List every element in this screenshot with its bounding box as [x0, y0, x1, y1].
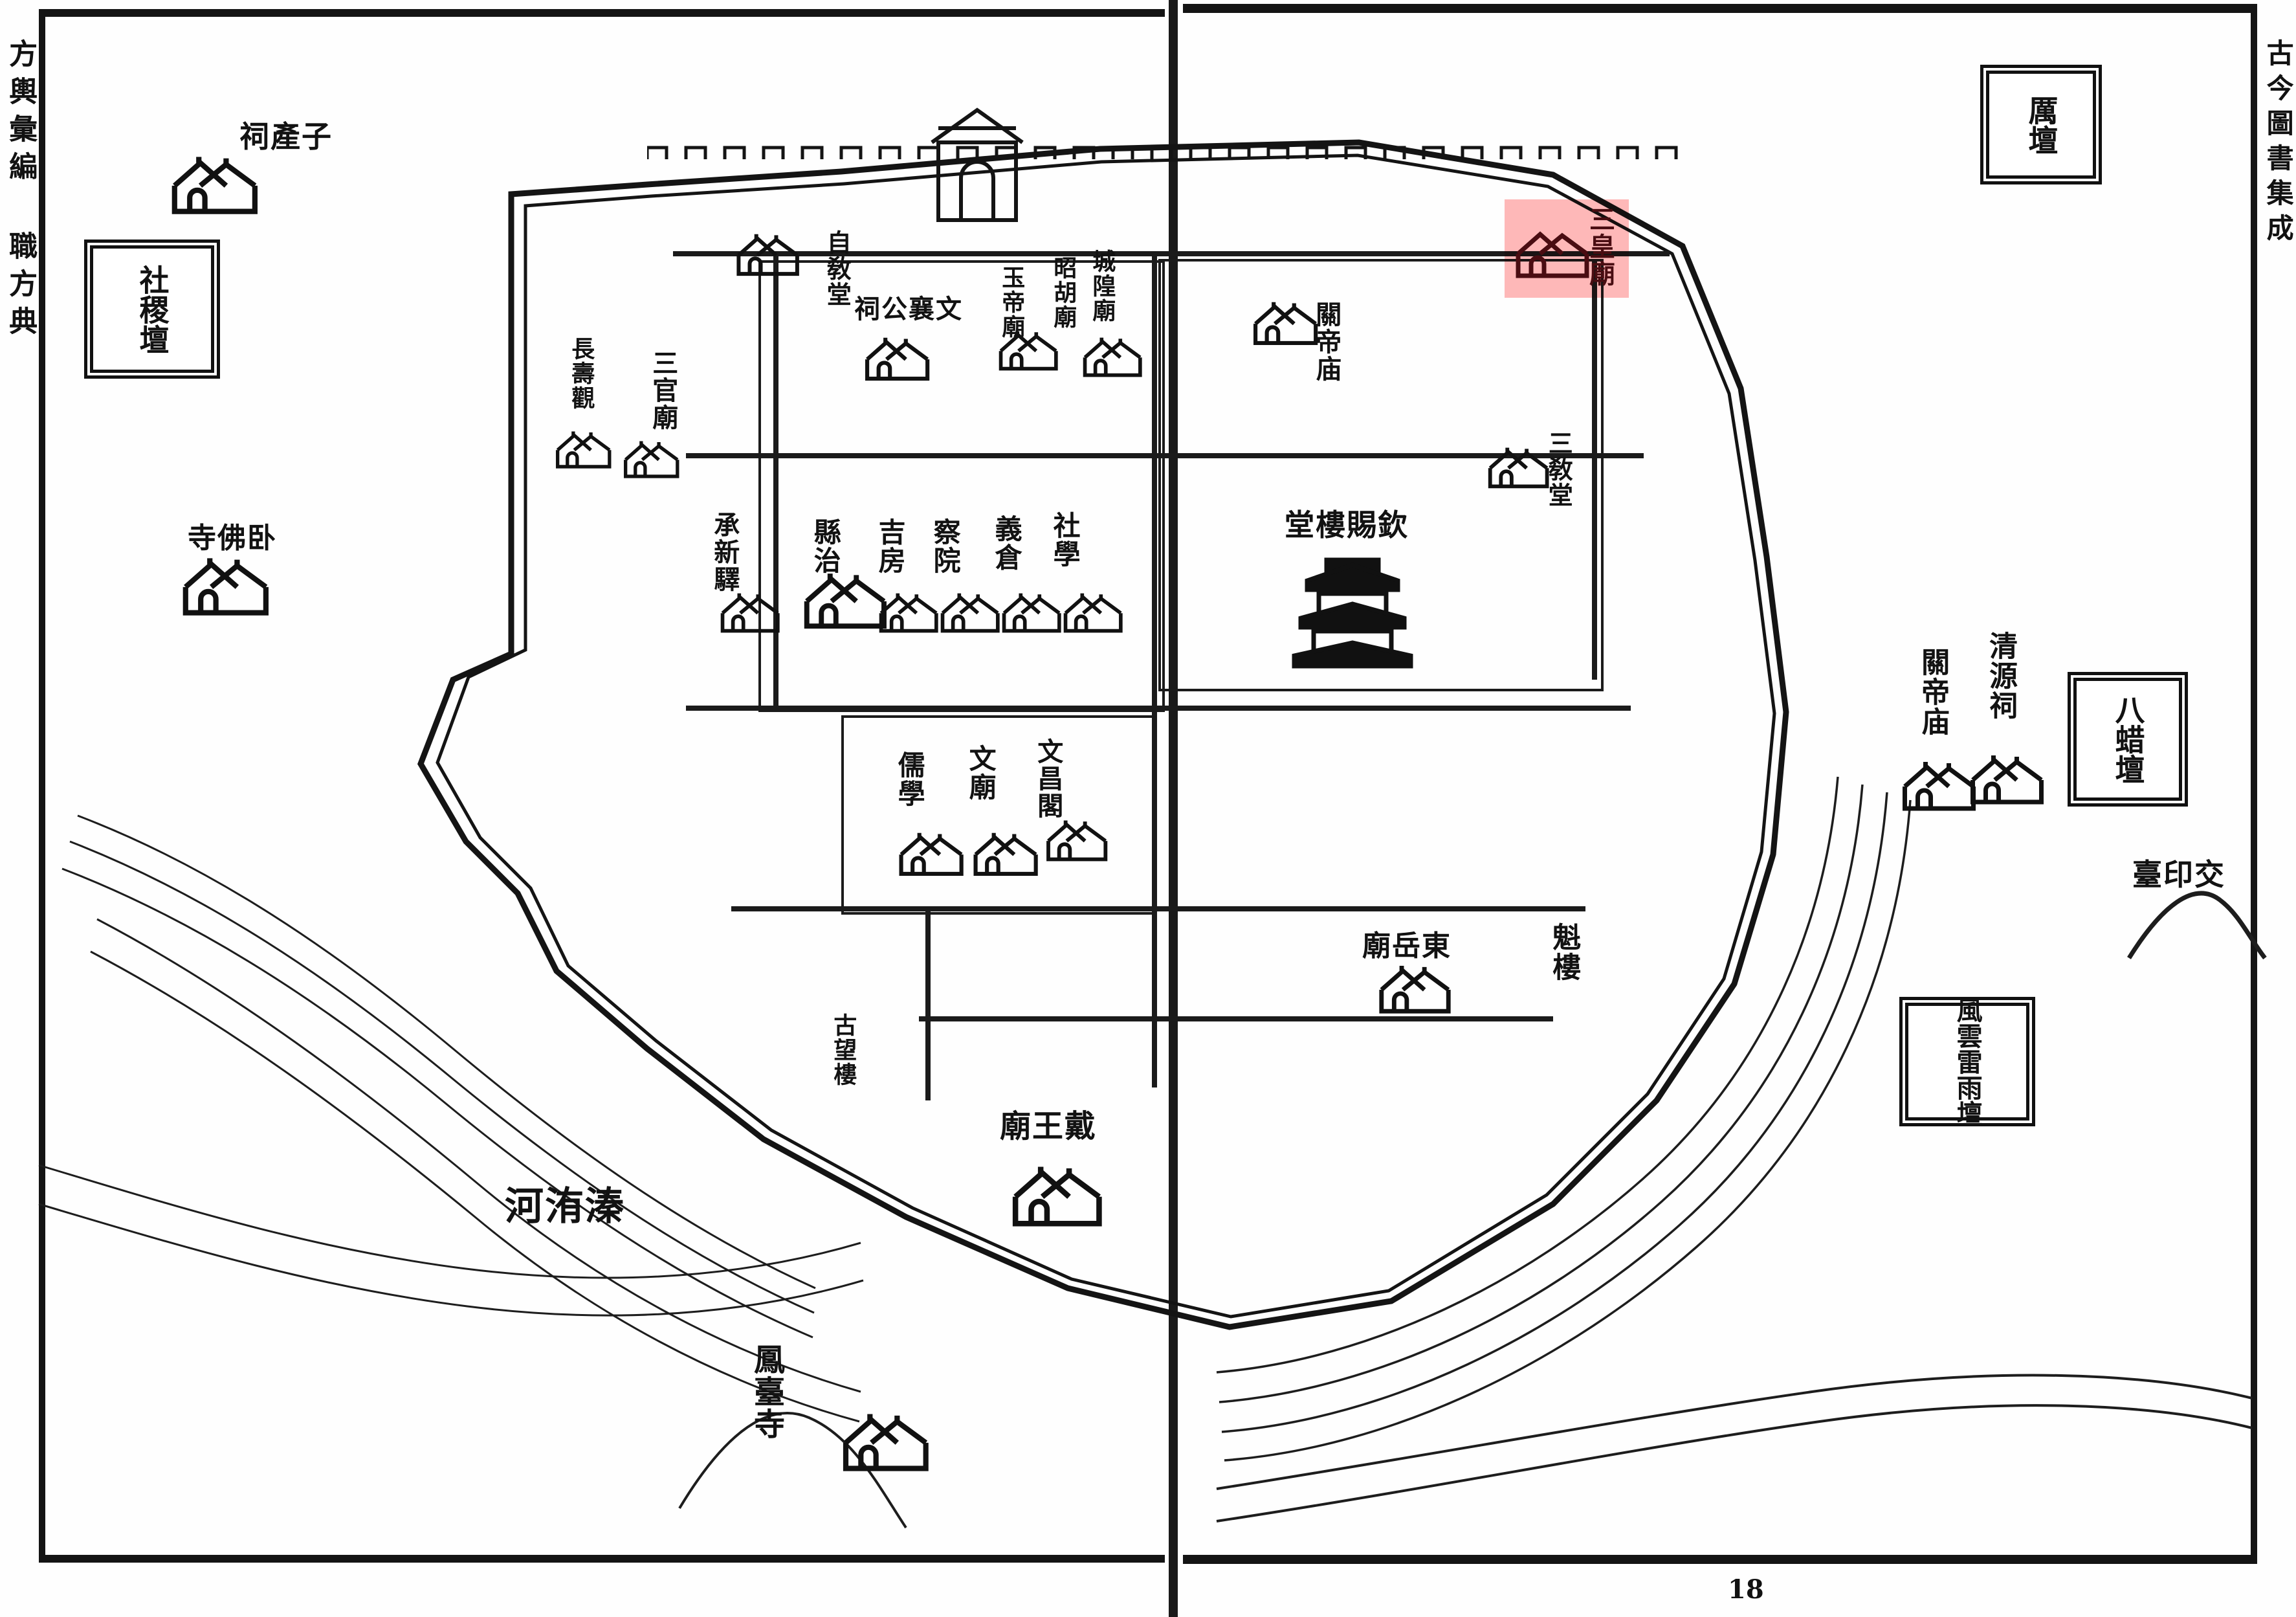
map-label-ji-fang: 吉房: [874, 518, 907, 575]
building-icon: [624, 441, 679, 478]
street-east-vertical: [1592, 259, 1597, 680]
north-gate-tower: [931, 107, 1024, 222]
left-rule: [39, 9, 45, 1563]
map-label-feng-tai-si: 鳳臺寺: [748, 1343, 785, 1440]
page-number: 18: [1728, 1574, 1764, 1605]
map-label-zi-jiao-tang: 自敎堂: [822, 230, 852, 307]
map-label-guan-di-miao-city: 關帝庙: [1311, 301, 1342, 383]
building-icon: [899, 832, 964, 876]
book-gutter: [1169, 0, 1178, 1617]
building-icon: [1012, 1166, 1102, 1227]
label-san-huang-miao: 三皇廟: [1585, 206, 1615, 287]
building-icon: [1488, 447, 1549, 489]
map-label-zhao-hu-miao: 昭胡廟: [1050, 256, 1077, 329]
map-label-kui-lou: 魁樓: [1547, 922, 1581, 982]
cartouche-li-tan: 厲壇: [1980, 65, 2102, 184]
margin-title-left: 方輿彙編 職方典: [4, 39, 38, 344]
battlement-row-north: [645, 141, 1683, 161]
cartouche-label: 風雲雷雨壇: [1952, 997, 1983, 1126]
map-label-guan-di-miao-east: 關帝庙: [1916, 647, 1950, 737]
building-icon: [879, 593, 938, 633]
map-label-zhen-wei-he: 溱洧河: [505, 1184, 625, 1229]
building-icon: [1046, 820, 1108, 862]
building-icon: [182, 558, 269, 616]
map-label-yu-di-miao: 玉帝廟: [998, 265, 1026, 339]
street-central-vertical: [1152, 252, 1157, 1087]
street-west-vertical: [773, 252, 778, 706]
street-north-main: [673, 251, 1670, 256]
map-label-jiao-yin-tai: 交印臺: [2132, 857, 2225, 892]
street-fourth: [731, 906, 1585, 911]
map-label-qing-yuan-ci: 清源祠: [1984, 631, 2018, 720]
map-label-wen-chang-ge: 文昌閣: [1033, 738, 1064, 820]
map-label-dong-yue-miao: 東岳廟: [1362, 930, 1452, 963]
bottom-rule-right: [1183, 1555, 2257, 1564]
map-label-wen-miao: 文廟: [965, 744, 997, 801]
map-label-she-xue: 社學: [1049, 511, 1081, 568]
building-icon: [1253, 302, 1318, 346]
building-icon: [1063, 593, 1123, 633]
building-icon: [171, 157, 258, 214]
building-icon: [1379, 965, 1451, 1014]
map-label-san-jiao-tang: 三敎堂: [1544, 430, 1574, 508]
map-label-cha-yuan: 察院: [929, 518, 962, 575]
cartouche-label: 厲壇: [2024, 95, 2059, 155]
inner-compound-east: [1158, 259, 1604, 691]
cartouche-label: 社稷壇: [135, 264, 170, 354]
building-icon: [736, 234, 799, 276]
map-label-qin-ci-lou-tang: 欽賜樓堂: [1285, 507, 1409, 542]
building-icon: [865, 337, 930, 381]
building-icon: [1903, 762, 1976, 811]
building-icon: [999, 331, 1058, 371]
map-label-cheng-huang-miao: 城隍廟: [1088, 249, 1116, 323]
street-fifth: [919, 1016, 1553, 1021]
street-second: [686, 453, 1644, 458]
cartouche-ba-zha-tan: 八蜡壇: [2068, 672, 2188, 807]
right-rule: [2251, 4, 2257, 1563]
building-icon: [940, 593, 1000, 633]
map-label-wen-xiang-gong-ci: 文襄公祠: [854, 294, 963, 324]
confucian-compound: [841, 715, 1157, 915]
map-label-xian-zhi: 縣治: [810, 518, 842, 575]
map-label-san-guan-miao: 三官廟: [648, 350, 679, 431]
margin-title-right: 古今圖書集成: [2262, 39, 2295, 249]
building-icon: [973, 832, 1038, 876]
top-rule-left: [39, 9, 1165, 17]
cartouche-she-ji-tan: 社稷壇: [84, 240, 220, 379]
street-yamen-vertical: [925, 906, 931, 1100]
yamen-compound: [758, 260, 1165, 712]
building-icon: [720, 593, 780, 633]
map-label-dai-wang-miao: 戴王廟: [1000, 1108, 1098, 1144]
building-icon: [804, 574, 887, 629]
bottom-rule-left: [39, 1555, 1165, 1563]
building-san-huang-miao: [1516, 231, 1589, 278]
map-label-ru-xue: 儒學: [894, 751, 926, 808]
building-icon: [1002, 593, 1061, 633]
map-label-wo-fo-si: 卧佛寺: [188, 522, 277, 555]
cartouche-label: 八蜡壇: [2110, 695, 2146, 784]
map-label-yi-cang: 義倉: [991, 515, 1023, 572]
building-icon: [556, 431, 612, 469]
map-label-zi-chan-ci: 子產祠: [239, 119, 333, 154]
building-icon: [1083, 337, 1142, 377]
map-label-cheng-xin-yi: 承新驛: [709, 511, 740, 593]
cartouche-feng-yun-lei-yu-tan: 風雲雷雨壇: [1899, 997, 2035, 1126]
top-rule-right: [1183, 4, 2257, 13]
building-icon: [843, 1414, 929, 1471]
map-label-gu-wang-lou: 古望樓: [830, 1013, 857, 1087]
map-label-chang-shou-guan: 長壽觀: [568, 337, 595, 410]
qinci-pagoda-icon: [1292, 557, 1413, 669]
